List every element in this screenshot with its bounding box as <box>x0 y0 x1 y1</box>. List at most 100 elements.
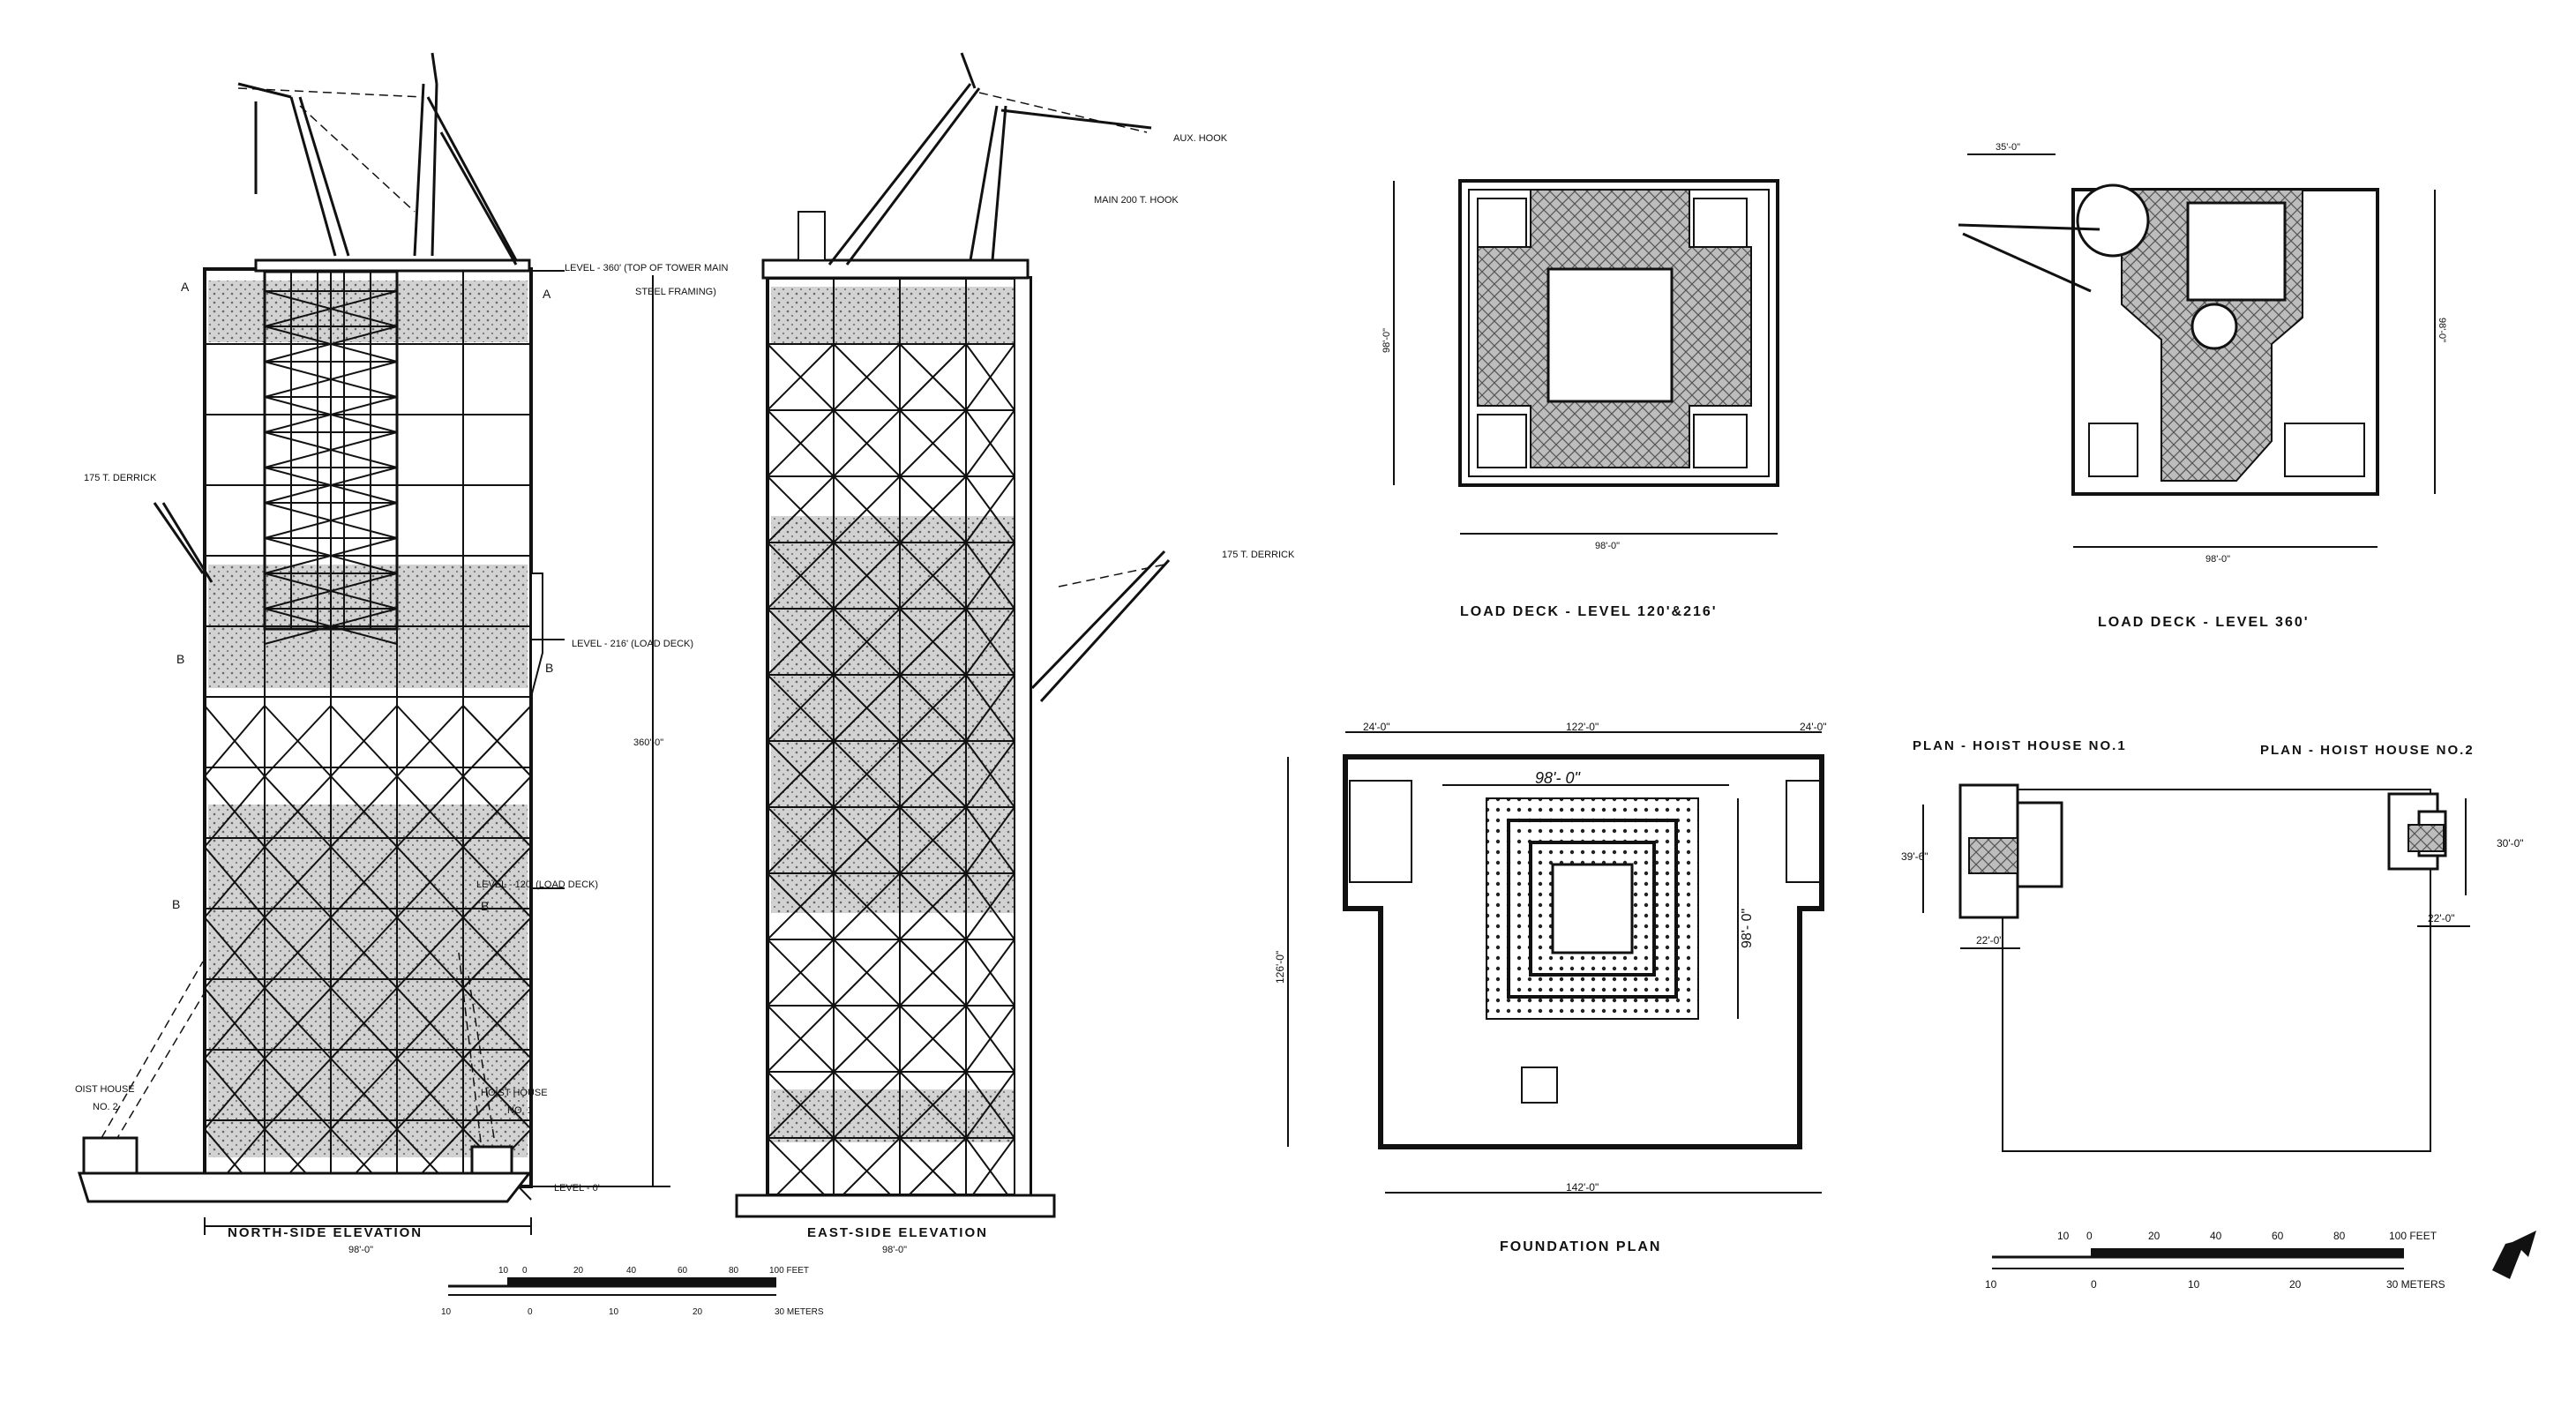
foundation-inner-height: 98'- 0" <box>1740 909 1755 948</box>
hoist-house-1-no: NO. 1 <box>507 1105 533 1116</box>
frame-member <box>462 775 532 848</box>
frame-member <box>965 1071 1015 1139</box>
hoist-house-2-label: OIST HOUSE <box>75 1084 135 1095</box>
frame-member <box>264 705 332 777</box>
section-a-right: A <box>543 287 551 301</box>
svg-text:0: 0 <box>2086 1230 2093 1242</box>
frame-member <box>899 872 967 940</box>
east-elevation-title: EAST-SIDE ELEVATION <box>807 1225 988 1240</box>
load-deck-360: 35'-0" 98'-0" 98'-0" LOAD DECK - LEVEL 3… <box>1958 142 2447 630</box>
hoist-1-height: 39'-6" <box>1901 850 1928 863</box>
north-width-dimension: 98'-0" <box>348 1245 373 1255</box>
frame-member <box>767 740 835 808</box>
svg-text:0: 0 <box>2091 1278 2097 1291</box>
frame-member <box>899 806 967 874</box>
frame-member <box>899 939 967 1007</box>
deck120-width: 98'-0" <box>1595 541 1620 551</box>
frame-member <box>396 987 464 1059</box>
svg-text:80: 80 <box>729 1266 739 1276</box>
svg-text:30 METERS: 30 METERS <box>775 1307 824 1317</box>
svg-text:20: 20 <box>693 1307 703 1317</box>
svg-text:0: 0 <box>522 1266 528 1276</box>
foundation-plan: 24'-0" 122'-0" 24'-0" 98'- 0" 98'- 0" 12… <box>1274 721 1827 1254</box>
svg-text:20: 20 <box>573 1266 584 1276</box>
frame-member <box>330 705 398 777</box>
frame-member <box>767 1137 835 1205</box>
hoist-1-width: 22'-0" <box>1976 934 2003 947</box>
section-b-lower-left: B <box>172 897 180 911</box>
frame-member <box>264 846 332 918</box>
frame-member <box>965 608 1015 676</box>
frame-member <box>965 939 1015 1007</box>
frame-member <box>767 608 835 676</box>
frame-member <box>899 1071 967 1139</box>
height-dimension: 360'-0" <box>633 737 663 748</box>
main-hook-label: MAIN 200 T. HOOK <box>1094 195 1179 206</box>
frame-member <box>204 775 266 848</box>
frame-member <box>965 674 1015 742</box>
frame-member <box>833 1137 901 1205</box>
section-b-upper-left: B <box>176 652 184 666</box>
hoist-house-plans: PLAN - HOIST HOUSE NO.1 PLAN - HOIST HOU… <box>1901 738 2524 1152</box>
foundation-inner-width: 98'- 0" <box>1535 769 1581 787</box>
level-360-label: LEVEL - 360' (TOP OF TOWER MAIN <box>565 263 729 273</box>
scale-left-feet: 10 0 20 40 60 80 100 FEET <box>498 1266 809 1276</box>
derrick-label: 175 T. DERRICK <box>84 473 157 483</box>
frame-member <box>767 806 835 874</box>
frame-member <box>462 1058 532 1130</box>
deck360-width: 98'-0" <box>2205 554 2230 565</box>
section-b-lower-right: B <box>481 899 489 913</box>
foundation-dim-left: 24'-0" <box>1363 721 1390 733</box>
frame-member <box>767 343 835 411</box>
frame-member <box>264 987 332 1059</box>
foundation-dim-right: 24'-0" <box>1800 721 1827 733</box>
svg-text:10: 10 <box>498 1266 509 1276</box>
frame-member <box>264 775 332 848</box>
deck120-title: LOAD DECK - LEVEL 120'&216' <box>1460 604 1718 619</box>
level-360-label-cont: STEEL FRAMING) <box>635 287 716 297</box>
frame-member <box>767 674 835 742</box>
scale-right-meters: 10 0 10 20 30 METERS <box>1985 1278 2445 1291</box>
svg-text:10: 10 <box>2057 1230 2070 1242</box>
frame-member <box>767 1071 835 1139</box>
frame-member <box>833 542 901 610</box>
frame-member <box>965 1005 1015 1073</box>
svg-text:10: 10 <box>441 1307 452 1317</box>
frame-member <box>833 1005 901 1073</box>
frame-member <box>767 542 835 610</box>
frame-member <box>204 987 266 1059</box>
svg-text:10: 10 <box>2188 1278 2200 1291</box>
section-b-upper-right: B <box>545 661 553 675</box>
frame-member <box>899 740 967 808</box>
load-deck-120-216: 98'-0" 98'-0" LOAD DECK - LEVEL 120'&216… <box>1382 179 1779 619</box>
svg-text:40: 40 <box>626 1266 637 1276</box>
foundation-width: 142'-0" <box>1566 1181 1599 1194</box>
frame-member <box>899 475 967 543</box>
north-arrow-icon <box>2492 1231 2536 1279</box>
frame-member <box>462 846 532 918</box>
frame-member <box>396 1058 464 1130</box>
section-a-left: A <box>181 280 190 294</box>
frame-member <box>462 987 532 1059</box>
frame-member <box>899 343 967 411</box>
frame-member <box>396 705 464 777</box>
deck360-height: 98'-0" <box>2437 318 2447 342</box>
svg-text:80: 80 <box>2333 1230 2346 1242</box>
frame-member <box>767 939 835 1007</box>
frame-member <box>204 705 266 777</box>
scale-bar-left: 10 0 20 40 60 80 100 FEET 10 0 10 20 30 … <box>441 1266 824 1317</box>
frame-member <box>833 806 901 874</box>
frame-member <box>396 775 464 848</box>
frame-member <box>899 1005 967 1073</box>
frame-member <box>833 608 901 676</box>
frame-member <box>965 1137 1015 1205</box>
frame-member <box>833 872 901 940</box>
frame-member <box>330 917 398 989</box>
frame-member <box>899 608 967 676</box>
frame-member <box>833 674 901 742</box>
hoist-2-width: 22'-0" <box>2428 912 2455 924</box>
svg-text:30 METERS: 30 METERS <box>2386 1278 2445 1291</box>
hoist-house-2-title: PLAN - HOIST HOUSE NO.2 <box>2260 743 2475 758</box>
hoist-2-height: 30'-0" <box>2497 837 2524 849</box>
frame-member <box>965 475 1015 543</box>
